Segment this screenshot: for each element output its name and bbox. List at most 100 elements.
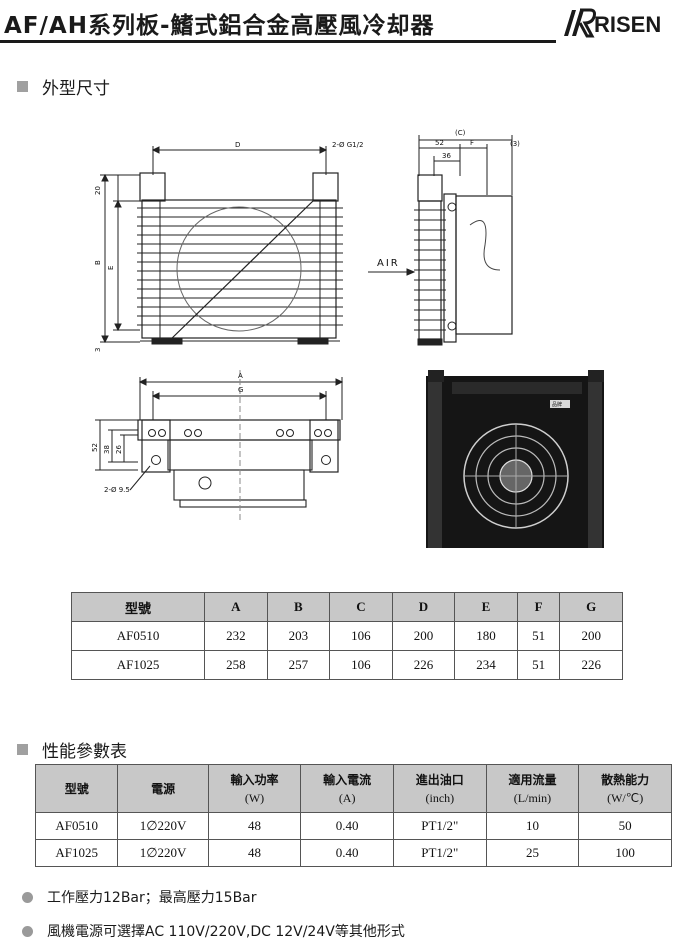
product-photo: [426, 370, 604, 548]
header-unit: (W/℃): [607, 790, 644, 805]
table-header-row: 型號 電源 輸入功率 (W) 輸入電流 (A) 進出油口(inch) 適用流量 (L/…: [34, 764, 672, 813]
table-cell: AF0510: [34, 812, 119, 840]
bullet-dot-icon: [22, 891, 33, 903]
table-cell: 1∅220V: [117, 839, 209, 867]
table-cell: 106: [329, 621, 393, 651]
dim-b-label: B: [94, 260, 102, 265]
header-unit: (W): [244, 790, 265, 805]
dim-26-label: 26: [115, 445, 123, 454]
header-main: 進出油口: [415, 772, 464, 787]
table-cell: 100: [578, 839, 672, 867]
header-main: 適用流量: [508, 772, 557, 787]
table-header: A: [204, 592, 268, 622]
table-cell: 1∅220V: [117, 812, 209, 840]
risen-logo-mark-icon: [564, 8, 596, 38]
table-header: 型號: [34, 764, 119, 813]
table-header: 散熱能力 (W/℃): [578, 764, 672, 813]
header-rule: [0, 40, 556, 43]
table-cell: 25: [485, 839, 580, 867]
table-cell: 10: [485, 812, 580, 840]
dim-3b-label: 3: [94, 348, 102, 352]
table-cell: 106: [329, 650, 393, 680]
header-main: 型號: [64, 781, 89, 796]
table-cell: 0.40: [300, 812, 394, 840]
table-cell: AF0510: [70, 621, 206, 651]
technical-drawing: D 2-Ø G1/2 (C) 52 F (3) 36 20 B E 3 AIR …: [91, 129, 604, 548]
section-performance: 性能參數表: [17, 737, 127, 762]
table-row: AF0510 1∅220V 48 0.40 PT1/2" 10 50: [34, 812, 672, 840]
table-cell: 203: [266, 621, 331, 651]
notes-list: 工作壓力12Bar；最高壓力15Bar 風機電源可選擇AC 110V/220V,…: [22, 880, 662, 941]
table-cell: 200: [391, 621, 456, 651]
side-view: [368, 135, 513, 346]
dim-e-label: E: [107, 266, 115, 270]
front-view: [100, 146, 343, 345]
table-cell: 51: [516, 621, 561, 651]
list-item: 工作壓力12Bar；最高壓力15Bar: [22, 880, 662, 914]
risen-logo: RISEN: [558, 6, 676, 40]
dim-20-label: 20: [94, 186, 102, 195]
table-cell: PT1/2": [392, 839, 487, 867]
section-outline-dimensions: 外型尺寸: [17, 74, 110, 99]
dim-g-label: G: [238, 386, 243, 394]
dim-a-label: A: [238, 372, 243, 380]
dim-d-label: D: [235, 141, 240, 149]
table-header: 輸入電流 (A): [300, 764, 394, 813]
table-cell: 226: [391, 650, 456, 680]
table-cell: 48: [207, 839, 302, 867]
header-unit: (A): [338, 790, 356, 805]
bottom-view: [95, 370, 344, 520]
dim-3-label: (3): [510, 140, 520, 148]
logo-text: RISEN: [594, 12, 662, 37]
dim-38-label: 38: [103, 445, 111, 454]
table-header: 進出油口(inch): [392, 764, 487, 813]
table-header: 電源: [117, 764, 209, 813]
table-cell: 234: [454, 650, 518, 680]
table-cell: AF1025: [70, 650, 206, 680]
table-cell: 257: [266, 650, 331, 680]
table-header: G: [559, 592, 623, 622]
section-label: 外型尺寸: [42, 79, 110, 99]
performance-table: 型號 電源 輸入功率 (W) 輸入電流 (A) 進出油口(inch) 適用流量 (L/…: [34, 764, 672, 867]
table-cell: 226: [559, 650, 623, 680]
page-header: AF/AH系列板-鰭式鋁合金高壓風冷却器 RISEN: [0, 0, 680, 44]
table-cell: PT1/2": [392, 812, 487, 840]
dim-52-label: 52: [435, 139, 444, 147]
section-square-icon: [17, 744, 28, 755]
section-square-icon: [17, 81, 28, 92]
dim-hole-label: 2-Ø 9.5: [104, 486, 130, 494]
table-cell: 51: [516, 650, 561, 680]
header-main: 電源: [151, 781, 176, 796]
note-text: 工作壓力12Bar；最高壓力15Bar: [47, 890, 257, 906]
dim-f-label: F: [470, 139, 474, 147]
table-row: AF0510 232 203 106 200 180 51 200: [70, 621, 623, 651]
note-text: 風機電源可選擇AC 110V/220V,DC 12V/24V等其他形式: [47, 924, 405, 940]
page-title: AF/AH系列板-鰭式鋁合金高壓風冷却器: [4, 13, 435, 39]
table-header: D: [391, 592, 456, 622]
dim-52b-label: 52: [91, 443, 99, 452]
table-cell: 200: [559, 621, 623, 651]
header-main: 輸入電流: [323, 772, 372, 787]
table-row: AF1025 1∅220V 48 0.40 PT1/2" 25 100: [34, 839, 672, 867]
header-unit: (L/min): [513, 790, 552, 805]
table-row: AF1025 258 257 106 226 234 51 226: [70, 650, 623, 680]
table-cell: 180: [454, 621, 518, 651]
list-item: 風機電源可選擇AC 110V/220V,DC 12V/24V等其他形式: [22, 914, 662, 941]
header-main: 輸入功率: [230, 772, 279, 787]
dim-36-label: 36: [442, 152, 451, 160]
bullet-dot-icon: [22, 925, 33, 937]
dimension-table: 型號 A B C D E F G AF0510 232 203 106 200 …: [70, 592, 623, 680]
table-header: 適用流量 (L/min): [485, 764, 580, 813]
table-cell: 258: [204, 650, 268, 680]
table-header-row: 型號 A B C D E F G: [70, 592, 623, 622]
table-header: 型號: [70, 592, 206, 622]
table-cell: AF1025: [34, 839, 119, 867]
table-cell: 0.40: [300, 839, 394, 867]
table-header: E: [454, 592, 518, 622]
table-cell: 232: [204, 621, 268, 651]
table-header: B: [266, 592, 331, 622]
table-header: C: [329, 592, 393, 622]
table-header: 輸入功率 (W): [207, 764, 302, 813]
header-main: 散熱能力: [601, 772, 650, 787]
air-label: AIR: [377, 258, 400, 269]
